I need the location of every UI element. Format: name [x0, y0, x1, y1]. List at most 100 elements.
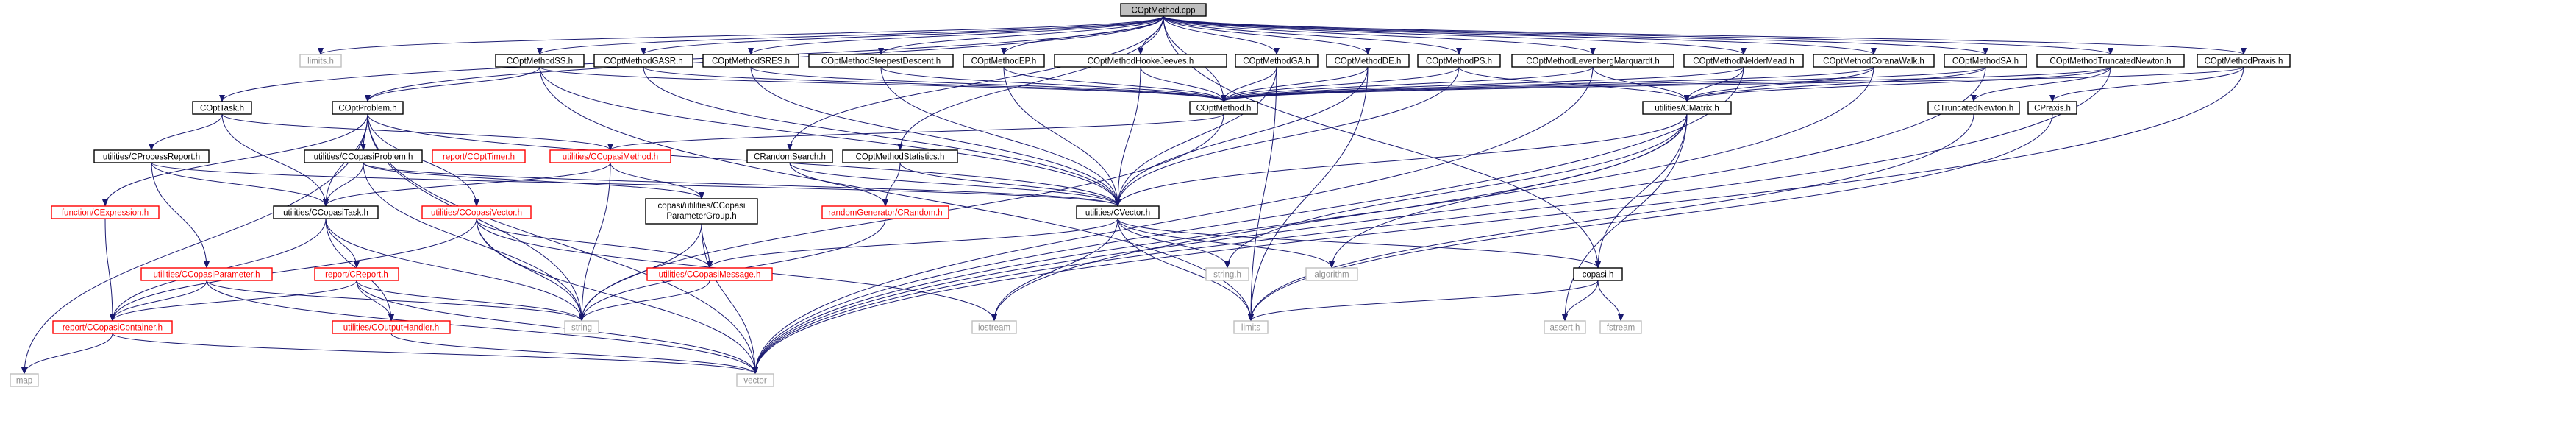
edge-cmatrix-to-cvector — [1115, 113, 1688, 207]
edge-sa-to-cmatrix — [1684, 66, 1986, 102]
edge-ps-to-optmethod — [1221, 66, 1460, 102]
node-nm[interactable]: COptMethodNelderMead.h — [1683, 54, 1804, 68]
edge-cvector-to-algorithm — [1117, 218, 1335, 269]
edge-captask-to-creport — [325, 218, 360, 269]
node-lm[interactable]: COptMethodLevenbergMarquardt.h — [1511, 54, 1674, 68]
node-stringh[interactable]: string.h — [1205, 267, 1249, 281]
edge-stats-to-crandom — [882, 162, 901, 207]
edge-root-to-nm — [1163, 15, 1747, 55]
node-limits[interactable]: limits — [1233, 320, 1269, 334]
node-label: limits.h — [307, 57, 334, 66]
node-procrep[interactable]: utilities/CProcessReport.h — [93, 149, 210, 163]
edge-cmatrix-to-copasih — [1595, 113, 1688, 269]
node-creport[interactable]: report/CReport.h — [314, 267, 399, 281]
node-label: COptMethodSRES.h — [712, 57, 790, 66]
edge-root-to-de — [1163, 15, 1371, 55]
edge-tn-to-ctn — [1971, 66, 2111, 102]
edge-creport-to-string — [356, 280, 585, 322]
node-capcont[interactable]: report/CCopasiContainer.h — [52, 320, 173, 334]
node-string[interactable]: string — [564, 320, 599, 334]
node-sres[interactable]: COptMethodSRES.h — [702, 54, 799, 68]
node-sswarm[interactable]: COptMethodSS.h — [495, 54, 585, 68]
node-label: utilities/CProcessReport.h — [103, 153, 200, 162]
edge-capvec-to-vector — [476, 218, 758, 375]
node-captask[interactable]: utilities/CCopasiTask.h — [273, 205, 379, 219]
node-capmsg[interactable]: utilities/CCopasiMessage.h — [646, 267, 773, 281]
edge-creport-to-outhandler — [356, 280, 394, 322]
edge-capmethod-to-string — [579, 162, 611, 322]
node-opttask[interactable]: COptTask.h — [192, 101, 252, 115]
edge-lm-to-cmatrix — [1592, 66, 1690, 102]
edge-capcont-to-map — [21, 333, 113, 375]
node-ep[interactable]: COptMethodEP.h — [963, 54, 1045, 68]
edge-randsearch-to-cvector — [789, 162, 1121, 207]
node-sa[interactable]: COptMethodSA.h — [1944, 54, 2027, 68]
node-label: COptMethodHookeJeeves.h — [1088, 57, 1194, 66]
node-label: COptMethodEP.h — [971, 57, 1037, 66]
node-limits-top[interactable]: limits.h — [299, 54, 342, 68]
node-copasih[interactable]: copasi.h — [1573, 267, 1623, 281]
edge-capmsg-to-string — [579, 280, 710, 322]
edge-tn-to-optmethod — [1221, 66, 2111, 102]
node-outhandler[interactable]: utilities/COutputHandler.h — [332, 320, 451, 334]
node-iostream[interactable]: iostream — [971, 320, 1017, 334]
edge-funcexpr-to-capcont — [104, 218, 115, 322]
node-label: CRandomSearch.h — [754, 153, 826, 162]
edge-opttask-to-procrep — [149, 113, 223, 151]
node-ga[interactable]: COptMethodGA.h — [1235, 54, 1319, 68]
edge-cpraxis-to-limits — [1248, 113, 2053, 322]
edge-hooke-to-optmethod — [1140, 66, 1227, 102]
node-de[interactable]: COptMethodDE.h — [1326, 54, 1410, 68]
node-gasr[interactable]: COptMethodGASR.h — [593, 54, 693, 68]
edge-praxis-to-cpraxis — [2049, 66, 2244, 102]
node-randsearch[interactable]: CRandomSearch.h — [746, 149, 833, 163]
node-root-file[interactable]: COptMethod.cpp — [1120, 3, 1207, 17]
node-corana[interactable]: COptMethodCoranaWalk.h — [1813, 54, 1935, 68]
node-optmethod[interactable]: COptMethod.h — [1189, 101, 1258, 115]
edge-sswarm-to-optmethod — [539, 66, 1227, 102]
node-hooke[interactable]: COptMethodHookeJeeves.h — [1054, 54, 1227, 68]
node-cpraxis[interactable]: CPraxis.h — [2027, 101, 2077, 115]
node-tn[interactable]: COptMethodTruncatedNewton.h — [2036, 54, 2185, 68]
edge-procrep-to-cvector — [151, 162, 1121, 207]
edge-procrep-to-capparam — [151, 162, 210, 269]
node-map[interactable]: map — [10, 373, 39, 387]
edge-root-to-tn — [1163, 15, 2113, 55]
node-fstream[interactable]: fstream — [1599, 320, 1642, 334]
edge-lm-to-vector — [752, 66, 1594, 375]
node-capparam[interactable]: utilities/CCopasiParameter.h — [140, 267, 273, 281]
node-label: COptMethodNelderMead.h — [1693, 57, 1794, 66]
edge-optmethod-to-capmethod — [607, 113, 1224, 151]
edge-root-to-ps — [1163, 15, 1462, 55]
node-paramgroup[interactable]: copasi/utilities/CCopasi ParameterGroup.… — [645, 198, 758, 225]
edge-randsearch-to-crandom — [789, 162, 888, 207]
node-cmatrix[interactable]: utilities/CMatrix.h — [1642, 101, 1732, 115]
edge-optprob-to-funcexpr — [102, 113, 368, 207]
node-asserth[interactable]: assert.h — [1544, 320, 1586, 334]
node-capprob[interactable]: utilities/CCopasiProblem.h — [304, 149, 423, 163]
node-ps[interactable]: COptMethodPS.h — [1417, 54, 1501, 68]
edge-root-to-praxis — [1163, 15, 2247, 55]
node-optprob[interactable]: COptProblem.h — [332, 101, 404, 115]
node-algorithm[interactable]: algorithm — [1305, 267, 1358, 281]
edge-ps-to-cvector — [1115, 66, 1460, 207]
edge-capparam-to-capcont — [110, 280, 207, 322]
edge-praxis-to-optmethod — [1221, 66, 2244, 102]
node-capmethod[interactable]: utilities/CCopasiMethod.h — [549, 149, 671, 163]
node-ctn[interactable]: CTruncatedNewton.h — [1927, 101, 2020, 115]
edge-cvector-to-iostream — [991, 218, 1118, 322]
node-steepest[interactable]: COptMethodSteepestDescent.h — [808, 54, 954, 68]
node-funcexpr[interactable]: function/CExpression.h — [51, 205, 160, 219]
node-opttimer[interactable]: report/COptTimer.h — [432, 149, 526, 163]
node-label: COptMethodSteepestDescent.h — [821, 57, 941, 66]
node-capvec[interactable]: utilities/CCopasiVector.h — [421, 205, 532, 219]
node-vector[interactable]: vector — [736, 373, 774, 387]
node-praxis[interactable]: COptMethodPraxis.h — [2197, 54, 2291, 68]
node-label: utilities/CMatrix.h — [1655, 105, 1719, 113]
edge-hooke-to-cvector — [1115, 66, 1141, 207]
edge-sa-to-optmethod — [1221, 66, 1986, 102]
edge-copasih-to-asserth — [1562, 280, 1599, 322]
node-stats[interactable]: COptMethodStatistics.h — [842, 149, 958, 163]
node-cvector[interactable]: utilities/CVector.h — [1076, 205, 1160, 219]
node-crandom[interactable]: randomGenerator/CRandom.h — [821, 205, 949, 219]
